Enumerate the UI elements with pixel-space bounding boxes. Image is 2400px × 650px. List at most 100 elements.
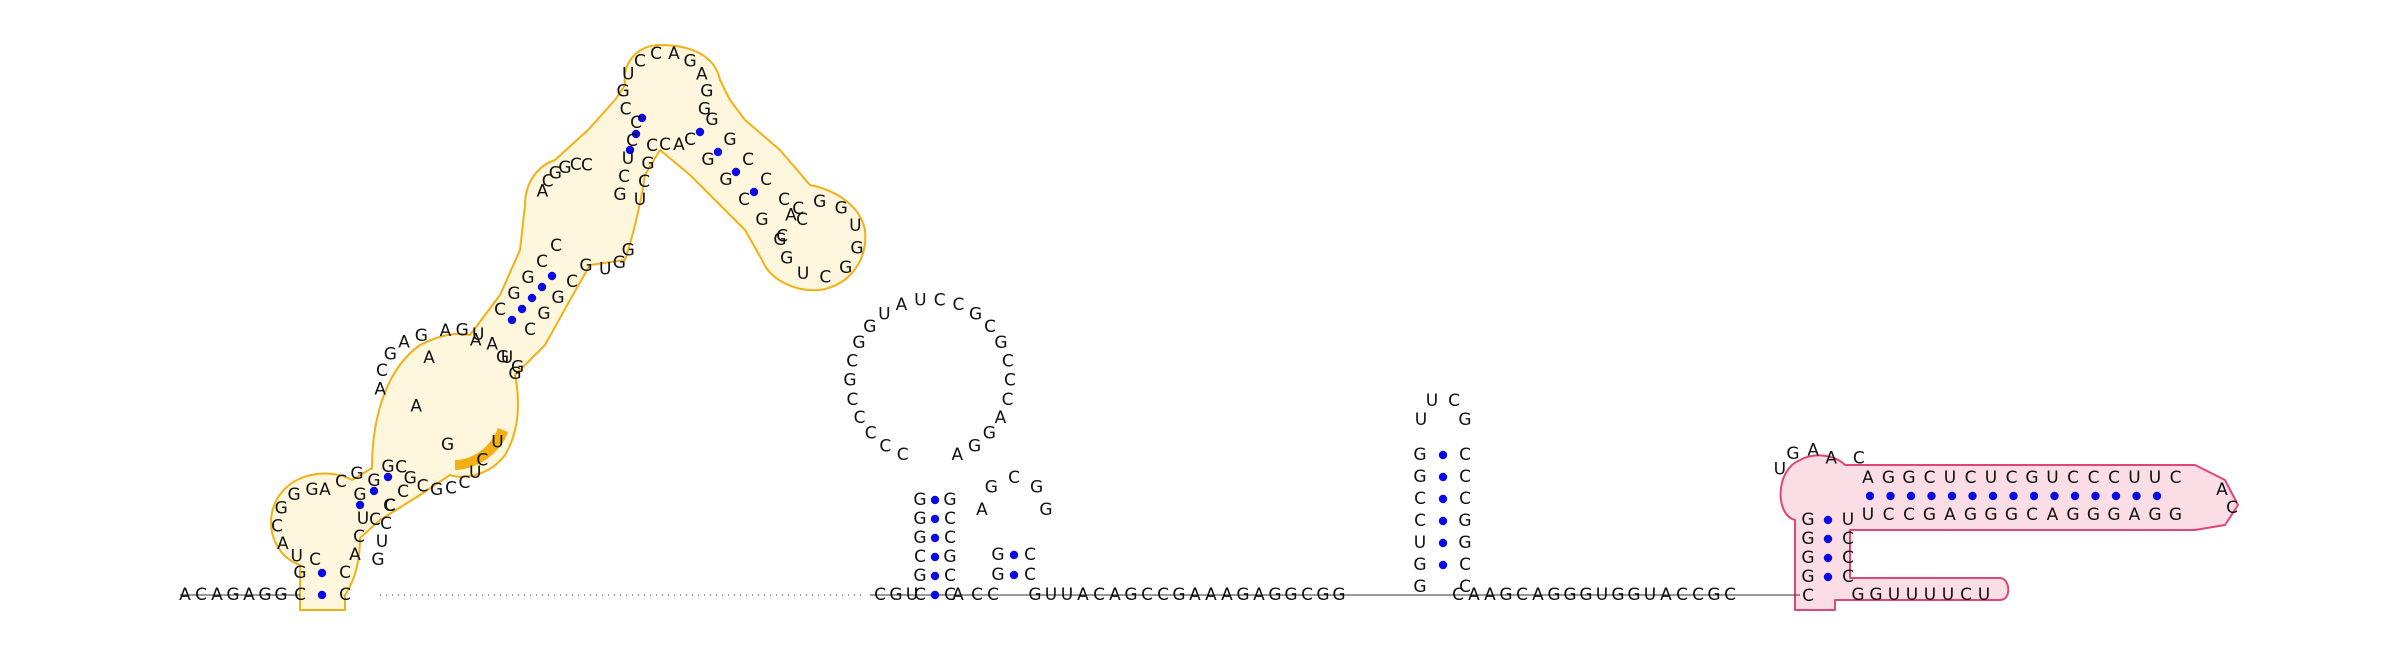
- domain1-loop-nucleotide: G: [384, 345, 397, 365]
- domain1-hairpin-nucleotide: C: [634, 51, 646, 71]
- domain1-loop-nucleotide: G: [287, 485, 300, 505]
- domain1-nucleotide: G: [353, 485, 366, 505]
- base-pair-dot: [1968, 491, 1977, 501]
- domain1-terminal-loop-nucleotide: G: [813, 192, 826, 212]
- hairpin3-nucleotide: C: [1459, 555, 1471, 575]
- pink-top-nucleotide: C: [2170, 468, 2182, 488]
- domain1-loop-nucleotide: A: [440, 321, 452, 341]
- domain1-terminal-loop-nucleotide: U: [849, 216, 861, 236]
- pink-top-nucleotide: A: [1862, 468, 1874, 488]
- pink-top-nucleotide: C: [1965, 468, 1977, 488]
- base-pair-dot: [930, 514, 940, 524]
- base-pair-dot: [1438, 560, 1448, 570]
- base-pair-dot: [2070, 491, 2080, 501]
- base-pair-dots: [317, 113, 2162, 600]
- domain1-loop-nucleotide: C: [395, 458, 407, 478]
- domain1-nucleotide: A: [319, 480, 331, 500]
- linker-nucleotide: U: [1644, 585, 1656, 605]
- hairpin3-nucleotide: C: [1414, 511, 1426, 531]
- domain1-loop-nucleotide: G: [275, 498, 288, 518]
- linker-nucleotide: A: [1189, 585, 1201, 605]
- domain1-hairpin-nucleotide: U: [622, 65, 634, 85]
- pink-bottom-nucleotide: C: [2026, 505, 2038, 525]
- domain1-hairpin-nucleotide: G: [683, 51, 696, 71]
- pink-top-nucleotide: G: [2025, 468, 2038, 488]
- big-loop-nucleotide: C: [846, 351, 858, 371]
- big-loop-nucleotide: G: [852, 333, 865, 353]
- linker-nucleotide: U: [1596, 585, 1608, 605]
- domain1-nucleotide: G: [701, 150, 714, 170]
- big-loop-nucleotide: C: [1002, 351, 1014, 371]
- pink-top-nucleotide: C: [2088, 468, 2100, 488]
- pink-nucleotide: U: [1774, 460, 1786, 480]
- domain1-nucleotide: C: [630, 113, 642, 133]
- spacer-nucleotide: C: [874, 585, 886, 605]
- hairpin3-loop-nucleotide: U: [1415, 410, 1427, 430]
- base-pair-dot: [317, 568, 327, 578]
- pink-bottom-nucleotide: G: [2005, 505, 2018, 525]
- linker-nucleotide: A: [1221, 585, 1233, 605]
- big-loop-nucleotide: C: [879, 436, 891, 456]
- linker-nucleotide: C: [1093, 585, 1105, 605]
- domain1-loop-nucleotide: C: [581, 156, 593, 176]
- base-pair-dot: [537, 282, 547, 292]
- linker-nucleotide: G: [1611, 585, 1624, 605]
- pink-top-nucleotide: C: [2108, 468, 2120, 488]
- domain1-nucleotide: U: [634, 190, 646, 210]
- small-hairpin-loop-nucleotide: C: [1008, 468, 1020, 488]
- five-prime-nucleotide: G: [258, 585, 271, 605]
- pink-bottom-nucleotide: G: [1923, 505, 1936, 525]
- big-loop-nucleotide: G: [843, 371, 856, 391]
- pink-top-nucleotide: C: [2067, 468, 2079, 488]
- domain1-nucleotide: G: [537, 304, 550, 324]
- base-pair-dot: [1438, 450, 1448, 460]
- domain1-loop-nucleotide: G: [441, 435, 454, 455]
- three-prime-nucleotide: U: [1906, 585, 1918, 605]
- orange-domain: [270, 44, 867, 611]
- base-pair-dot: [355, 500, 365, 510]
- stem-nucleotide: C: [914, 585, 926, 605]
- big-loop-nucleotide: C: [1004, 371, 1016, 391]
- big-loop-nucleotide: G: [994, 333, 1007, 353]
- orange-domain-outline: [270, 44, 867, 611]
- pink-nucleotide: G: [1801, 510, 1814, 530]
- linker-nucleotide: C: [1157, 585, 1169, 605]
- domain1-nucleotide: G: [613, 185, 626, 205]
- domain1-loop-nucleotide: C: [417, 476, 429, 496]
- pink-domain-outline: [1779, 454, 2239, 611]
- pink-top-nucleotide: G: [1902, 468, 1915, 488]
- base-pair-dot: [1438, 516, 1448, 526]
- three-prime-nucleotide: U: [1888, 585, 1900, 605]
- base-pair-dot: [1823, 534, 1833, 544]
- five-prime-nucleotide: A: [243, 585, 255, 605]
- domain1-hairpin-nucleotide: G: [698, 99, 711, 119]
- linker-nucleotide: A: [1468, 585, 1480, 605]
- base-pair-dot: [1438, 472, 1448, 482]
- hairpin3-nucleotide: G: [1413, 577, 1426, 597]
- base-pair-dot: [930, 552, 940, 562]
- small-hairpin-nucleotide: G: [991, 545, 1004, 565]
- five-prime-nucleotide: A: [179, 585, 191, 605]
- hairpin3-nucleotide: C: [1459, 577, 1471, 597]
- base-pair-dot: [1823, 572, 1833, 582]
- base-pair-dot: [930, 590, 940, 600]
- linker-nucleotide: A: [1660, 585, 1672, 605]
- domain1-loop-nucleotide: A: [486, 334, 498, 354]
- base-pair-dot: [2029, 491, 2039, 501]
- base-pair-dot: [695, 127, 705, 137]
- linker-nucleotide: G: [1268, 585, 1281, 605]
- stem-nucleotide: C: [944, 585, 956, 605]
- domain1-hairpin-nucleotide: C: [620, 99, 632, 119]
- linker-nucleotide: G: [1284, 585, 1297, 605]
- domain1-nucleotide: C: [566, 272, 578, 292]
- domain1-terminal-loop-nucleotide: U: [797, 264, 809, 284]
- domain1-loop-nucleotide: U: [472, 325, 484, 345]
- pink-nucleotide: G: [1786, 444, 1799, 464]
- domain1-nucleotide: C: [536, 252, 548, 272]
- pink-top-nucleotide: C: [2006, 468, 2018, 488]
- three-prime-nucleotide: U: [1942, 585, 1954, 605]
- pink-bottom-nucleotide: G: [2066, 505, 2079, 525]
- base-pair-dot: [369, 486, 379, 496]
- five-prime-nucleotide: G: [274, 585, 287, 605]
